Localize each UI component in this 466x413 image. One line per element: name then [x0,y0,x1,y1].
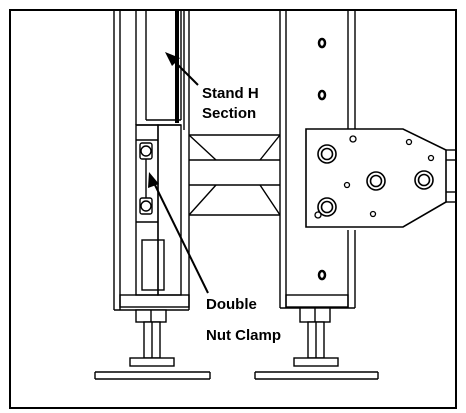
callout-arrow-double-nut-clamp [148,172,209,294]
extension-arm [446,149,456,203]
left-upright-dark-edge [175,11,179,123]
label-double-nut-clamp-line1: Double [206,296,257,313]
double-nut-clamp [139,142,153,215]
upright-holes [317,37,327,281]
callout-arrow-stand-h-section [165,52,199,86]
label-double-nut-clamp-line2: Nut Clamp [206,327,281,344]
plate-small-holes [314,135,435,219]
label-stand-h-section-line2: Section [202,105,256,122]
right-upright [279,11,356,309]
right-leveling-foot [254,307,379,380]
label-stand-h-section-line1: Stand H [202,85,259,102]
cross-brace [188,134,281,216]
left-leveling-foot [94,309,211,380]
plate-bolts [317,144,434,217]
